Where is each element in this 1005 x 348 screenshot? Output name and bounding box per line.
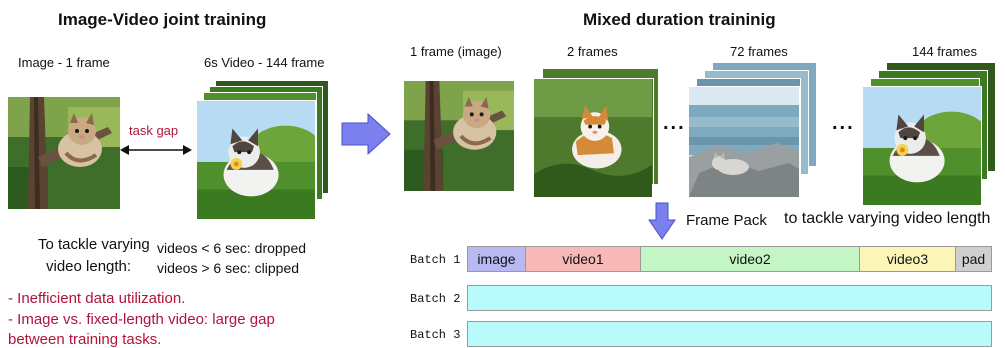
batch-3-bar: [467, 321, 992, 347]
issue-large-gap: - Image vs. fixed-length video: large ga…: [8, 311, 275, 328]
batch-2-bar: [467, 285, 992, 311]
segment-video1: video1: [526, 246, 641, 272]
task-gap-label: task gap: [129, 123, 179, 138]
issue-between-tasks: between training tasks.: [8, 331, 162, 348]
video-caption: 6s Video - 144 frame: [204, 55, 325, 70]
batch-3-label: Batch 3: [410, 328, 461, 342]
hundred-forty-four-frames-front: [862, 86, 982, 206]
left-panel-title: Image-Video joint training: [58, 10, 267, 29]
tackle-text-line1: To tackle varying: [38, 236, 150, 253]
batch-1-label: Batch 1: [410, 253, 461, 267]
batch-1-bar: image video1 video2 video3 pad: [467, 246, 992, 272]
segment-video3: video3: [860, 246, 956, 272]
down-block-arrow: [648, 202, 676, 240]
caption-144-frames: 144 frames: [912, 44, 978, 59]
right-panel-title: Mixed duration traininig: [583, 10, 776, 29]
caption-1-frame: 1 frame (image): [410, 44, 502, 59]
caption-72-frames: 72 frames: [730, 44, 788, 59]
frame-pack-label: Frame Pack: [686, 212, 767, 229]
right-block-arrow: [340, 112, 392, 156]
video-frame-front-kitten: [196, 100, 316, 220]
two-frames-front-kitten: [532, 78, 654, 198]
segment-image: image: [467, 246, 526, 272]
rule-dropped: videos < 6 sec: dropped: [157, 240, 307, 256]
tackle-varying-length-label: to tackle varying video length: [784, 210, 991, 227]
caption-2-frames: 2 frames: [567, 44, 618, 59]
ellipsis-1: ...: [663, 112, 686, 134]
tackle-text-line2: video length:: [46, 258, 132, 275]
seventy-two-frames-front: [688, 86, 800, 198]
rule-clipped: videos > 6 sec: clipped: [157, 260, 300, 276]
segment-pad: pad: [956, 246, 992, 272]
segment-video2: video2: [641, 246, 860, 272]
batch-2-label: Batch 2: [410, 292, 461, 306]
issue-inefficient: - Inefficient data utilization.: [8, 290, 186, 307]
image-caption: Image - 1 frame: [18, 55, 110, 70]
single-frame-image: [404, 81, 514, 191]
ellipsis-2: ...: [832, 112, 855, 134]
single-image-kitten: [8, 97, 120, 209]
double-headed-arrow: [120, 142, 192, 158]
